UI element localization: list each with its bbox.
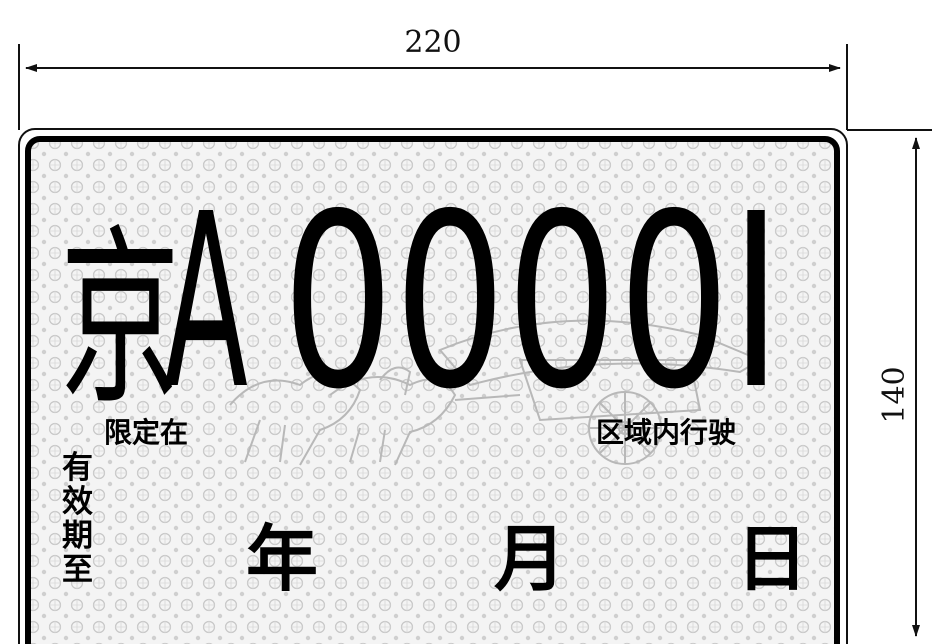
month-label: 月 (494, 517, 566, 601)
width-label: 220 (404, 25, 461, 60)
registration-number: 0000I (282, 162, 782, 442)
year-label: 年 (246, 517, 318, 601)
day-label: 日 (736, 517, 808, 601)
validity-char-4: 至 (62, 552, 93, 588)
validity-char-1: 有 (62, 450, 93, 486)
carriage-watermark-illustration (229, 319, 763, 466)
width-dimension: 220 (18, 25, 848, 130)
region-character: 京 (60, 209, 180, 430)
validity-char-2: 效 (62, 484, 93, 520)
height-dimension: 140 (847, 129, 932, 637)
height-label: 140 (877, 366, 912, 423)
validity-char-3: 期 (62, 518, 93, 554)
plate-inner-border (25, 136, 840, 644)
restricted-area-prefix: 限定在 (104, 416, 188, 449)
issuer-letter: A (164, 162, 248, 442)
restricted-area-suffix: 区域内行驶 (596, 416, 736, 449)
